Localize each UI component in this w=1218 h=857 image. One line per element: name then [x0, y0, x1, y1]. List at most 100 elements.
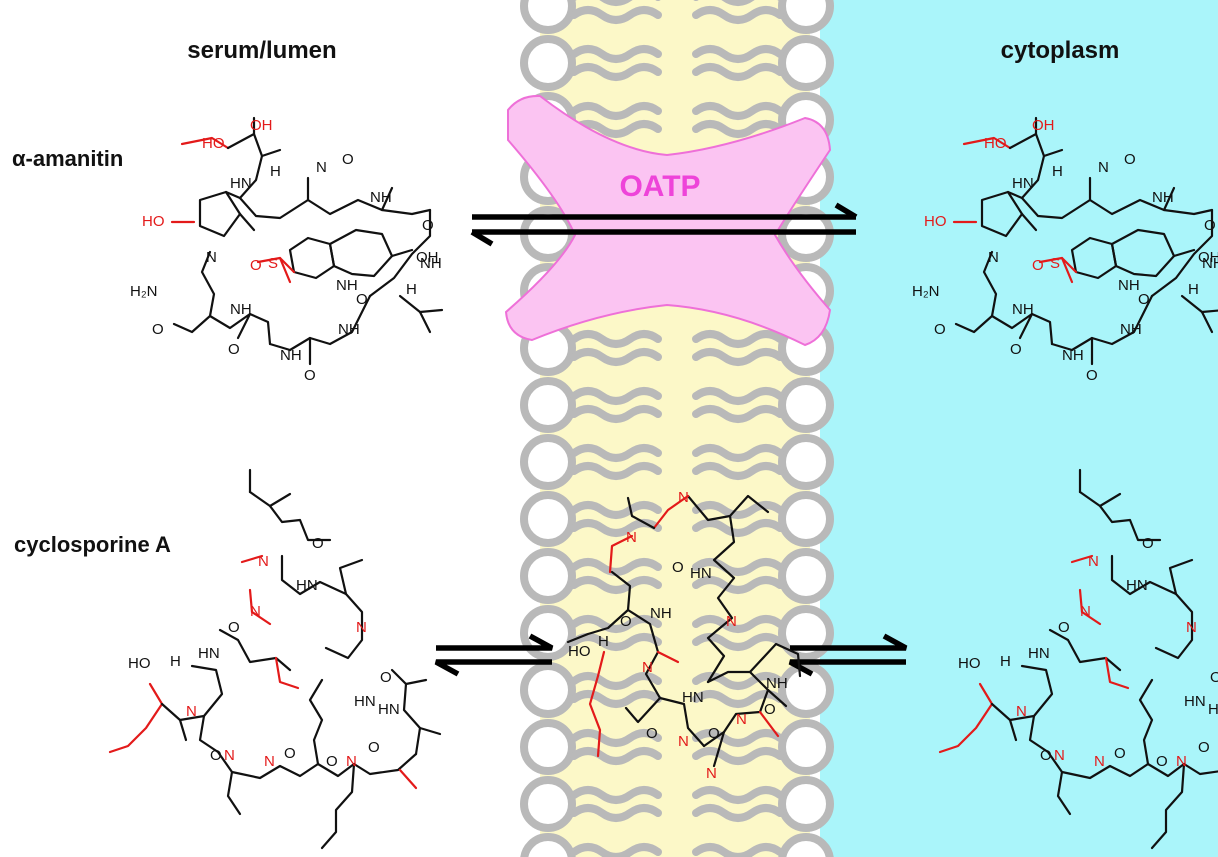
cyclosporine-a-label: cyclosporine A	[14, 532, 171, 557]
lipid-tail	[570, 102, 662, 120]
oatp-equilibrium-arrows	[470, 202, 858, 247]
cytoplasm-region	[820, 0, 1218, 857]
lipid-head	[778, 35, 834, 91]
svg-text:N: N	[736, 711, 747, 728]
svg-text:O: O	[210, 747, 222, 764]
svg-text:O: O	[228, 619, 240, 636]
lipid-tail	[692, 102, 784, 120]
cyclosporine-structure-membrane: N N O HN NH N O HO H N HN NH N O N N O O	[566, 489, 802, 782]
lipid-head	[778, 833, 834, 857]
svg-text:N: N	[250, 603, 261, 620]
lipid-head	[520, 662, 576, 718]
lipid-tail	[693, 0, 783, 6]
svg-text:N: N	[224, 747, 235, 764]
svg-text:HN: HN	[378, 701, 400, 718]
lipid-head	[778, 776, 834, 832]
lipid-tail	[692, 843, 784, 857]
lipid-head	[520, 491, 576, 547]
svg-text:NH: NH	[338, 321, 360, 338]
svg-text:H: H	[170, 653, 181, 670]
svg-text:O: O	[380, 669, 392, 686]
reverse-arrow-barb	[470, 229, 494, 247]
lipid-head	[520, 434, 576, 490]
lipid-tail	[692, 120, 784, 138]
svg-text:HN: HN	[198, 645, 220, 662]
lipid-tail	[692, 6, 784, 24]
lipid-tail	[570, 633, 662, 651]
svg-text:N: N	[346, 753, 357, 770]
svg-text:NH: NH	[280, 347, 302, 364]
lipid-head	[520, 35, 576, 91]
svg-text:N: N	[316, 159, 327, 176]
lipid-tail	[570, 747, 662, 765]
serum-lumen-label: serum/lumen	[187, 37, 336, 64]
svg-text:O: O	[228, 341, 240, 358]
lipid-tail	[570, 672, 662, 690]
lipid-tail	[570, 330, 662, 348]
lipid-tail	[692, 729, 784, 747]
lipid-tail	[692, 45, 784, 63]
svg-text:HN: HN	[354, 693, 376, 710]
svg-text:N: N	[678, 489, 689, 506]
right-reverse-arrow	[788, 659, 906, 677]
svg-text:O: O	[312, 535, 324, 552]
svg-text:HO: HO	[142, 213, 165, 230]
svg-text:O: O	[672, 559, 684, 576]
lipid-head	[778, 491, 834, 547]
lipid-tail	[692, 786, 784, 804]
lipid-tail	[570, 843, 662, 857]
svg-text:NH: NH	[420, 255, 442, 272]
lipid-tail	[570, 348, 662, 366]
lipid-head	[520, 377, 576, 433]
svg-text:N: N	[642, 659, 653, 676]
oatp-transporter: OATP	[504, 94, 832, 347]
svg-text:O: O	[152, 321, 164, 338]
lipid-tail	[570, 462, 662, 480]
svg-text:HO: HO	[202, 135, 225, 152]
lipid-tail	[692, 747, 784, 765]
svg-text:O: O	[304, 367, 316, 384]
svg-text:N: N	[206, 249, 217, 266]
svg-text:O: O	[356, 291, 368, 308]
svg-text:O: O	[326, 753, 338, 770]
alpha-amanitin-label: α-amanitin	[12, 146, 123, 171]
svg-text:N: N	[258, 553, 269, 570]
lipid-head	[778, 377, 834, 433]
svg-text:H: H	[598, 633, 609, 650]
lipid-tail	[692, 615, 784, 633]
svg-text:N: N	[706, 765, 717, 782]
lipid-head	[520, 833, 576, 857]
svg-text:HN: HN	[296, 577, 318, 594]
lipid-tail	[570, 690, 662, 708]
svg-text:NH: NH	[370, 189, 392, 206]
lipid-tail	[692, 462, 784, 480]
lipid-tail	[570, 120, 662, 138]
lipid-tail	[570, 786, 662, 804]
svg-text:OH: OH	[416, 249, 439, 266]
lipid-tail	[570, 804, 662, 822]
lipid-head	[520, 605, 576, 661]
lipid-tail	[692, 804, 784, 822]
lipid-tail	[692, 405, 784, 423]
svg-text:O: O	[620, 613, 632, 630]
lipid-tail	[570, 63, 662, 81]
lipid-tail	[570, 444, 662, 462]
serum-region	[0, 0, 530, 857]
svg-text:H: H	[406, 281, 417, 298]
svg-text:HO: HO	[568, 643, 591, 660]
svg-text:N: N	[726, 613, 737, 630]
lipid-tail	[570, 45, 662, 63]
lipid-tail	[570, 501, 662, 519]
left-reverse-arrow	[434, 659, 552, 677]
svg-text:O: O	[646, 725, 658, 742]
oatp-label: OATP	[619, 170, 700, 203]
lipid-tail	[570, 6, 662, 24]
lipid-head	[778, 605, 834, 661]
lipid-head	[778, 548, 834, 604]
svg-text:O: O	[708, 725, 720, 742]
svg-text:HN: HN	[230, 175, 252, 192]
cytoplasm-label: cytoplasm	[1001, 37, 1120, 64]
svg-text:OH: OH	[250, 117, 273, 134]
svg-text:N: N	[186, 703, 197, 720]
